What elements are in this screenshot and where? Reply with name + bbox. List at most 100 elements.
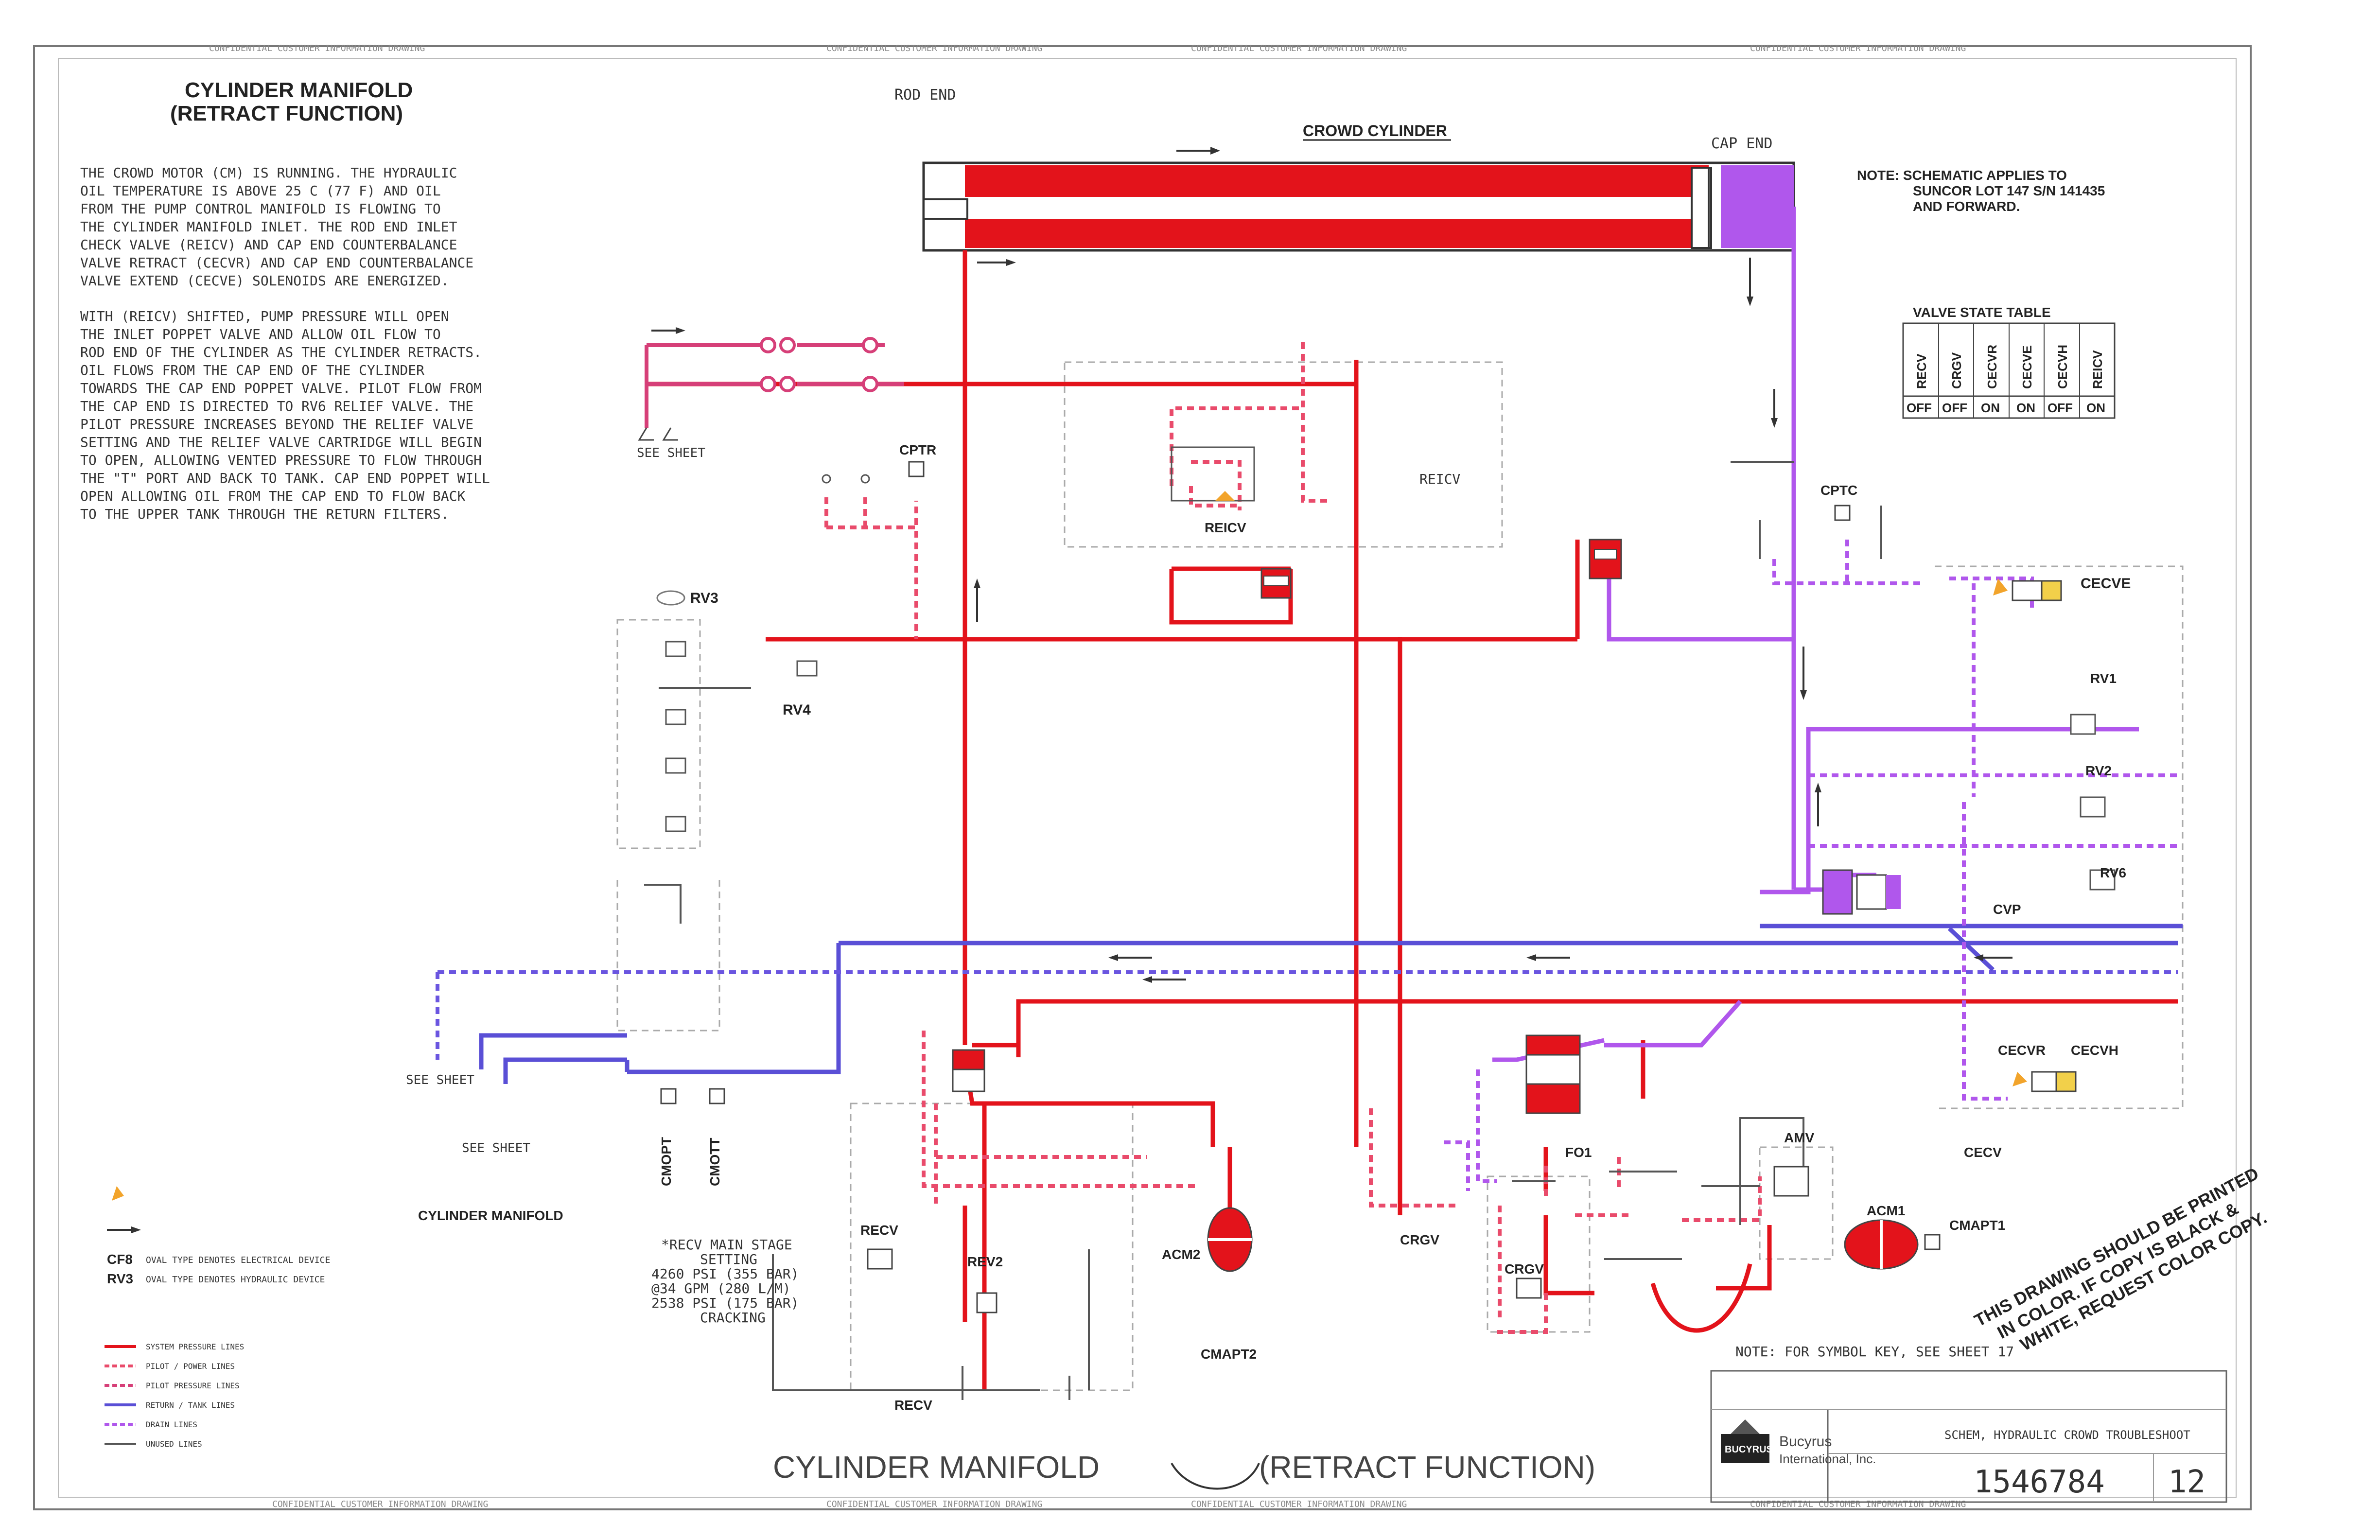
valve-state-cecvh: OFF	[2048, 401, 2073, 415]
border-text-top-4: CONFIDENTIAL CUSTOMER INFORMATION DRAWIN…	[1750, 43, 1966, 53]
recv-setting-line: @34 GPM (280 L/M)	[651, 1280, 791, 1296]
recv-setting-note: *RECV MAIN STAGE SETTING 4260 PSI (355 B…	[651, 1237, 799, 1326]
recv-label: RECV	[860, 1223, 898, 1238]
desc-line: OIL TEMPERATURE IS ABOVE 25 C (77 F) AND…	[80, 183, 441, 199]
valve-col-crgv: CRGV	[1949, 352, 1964, 389]
rv2-label: RV2	[2085, 763, 2112, 778]
note-line: SUNCOR LOT 147 S/N 141435	[1913, 183, 2105, 198]
fo1-label: FO1	[1565, 1145, 1592, 1160]
acm2-label: ACM2	[1162, 1247, 1200, 1262]
recv-setting-line: 4260 PSI (355 BAR)	[651, 1266, 799, 1282]
cptc-sensor: CPTC	[1820, 483, 1857, 521]
return-lines	[436, 924, 2183, 1084]
rv3-boundary	[616, 619, 701, 849]
desc-line: FROM THE PUMP CONTROL MANIFOLD IS FLOWIN…	[80, 201, 441, 217]
valve-col-recv: RECV	[1914, 353, 1929, 389]
desc-line: OPEN ALLOWING OIL FROM THE CAP END TO FL…	[80, 488, 465, 504]
drawing-title: SCHEM, HYDRAULIC CROWD TROUBLESHOOT	[1944, 1428, 2190, 1442]
reicv-valve-label: REICV	[1205, 520, 1246, 535]
big-title-right: (RETRACT FUNCTION)	[1259, 1450, 1595, 1485]
cap-end-label: CAP END	[1711, 135, 1772, 152]
valve-col-cecve: CECVE	[2020, 345, 2034, 389]
note-line: AND FORWARD.	[1913, 199, 2020, 214]
desc-line: THE INLET POPPET VALVE AND ALLOW OIL FLO…	[80, 326, 441, 342]
check-valves-inlet	[760, 337, 878, 392]
acm1-accumulator: ACM1 CMAPT1	[1844, 1203, 2005, 1270]
acm1-label: ACM1	[1867, 1203, 1905, 1218]
color-key: SYSTEM PRESSURE LINES PILOT / POWER LINE…	[105, 1342, 244, 1449]
title-line1: CYLINDER MANIFOLD	[185, 78, 413, 102]
amv-label: AMV	[1784, 1130, 1815, 1145]
amv-valve: AMV	[1773, 1130, 1815, 1197]
recv-setting-line: *RECV MAIN STAGE	[661, 1237, 792, 1253]
cptr-sensor: CPTR	[822, 442, 936, 484]
system-pressure-lines	[647, 250, 2178, 1390]
border-text-top-3: CONFIDENTIAL CUSTOMER INFORMATION DRAWIN…	[1191, 43, 1407, 53]
company-name: Bucyrus	[1779, 1434, 1832, 1450]
flow-arrows	[651, 258, 2012, 983]
description-para1: THE CROWD MOTOR (CM) IS RUNNING. THE HYD…	[80, 165, 473, 289]
cptc-label: CPTC	[1820, 483, 1857, 498]
description-para2: WITH (REICV) SHIFTED, PUMP PRESSURE WILL…	[80, 308, 490, 522]
cecvh-label: CECVH	[2071, 1043, 2118, 1058]
color-key-label: RETURN / TANK LINES	[146, 1400, 235, 1410]
cvp-label: CVP	[1993, 902, 2021, 917]
acm2-accumulator: ACM2 CMAPT2	[1162, 1207, 1257, 1362]
title-line2: (RETRACT FUNCTION)	[170, 102, 403, 125]
desc-line: PILOT PRESSURE INCREASES BEYOND THE RELI…	[80, 416, 473, 432]
recv-setting-line: 2538 PSI (175 BAR)	[651, 1295, 799, 1311]
crgv-label: CRGV	[1400, 1232, 1439, 1247]
color-key-label: DRAIN LINES	[146, 1420, 197, 1429]
desc-line: SETTING AND THE RELIEF VALVE CARTRIDGE W…	[80, 434, 482, 450]
cap-end-return-poppet	[1822, 869, 1901, 915]
desc-line: CHECK VALVE (REICV) AND CAP END COUNTERB…	[80, 237, 457, 253]
valve-state-table: VALVE STATE TABLE RECV CRGV CECVR CECVE …	[1902, 305, 2116, 419]
color-print-warning: THIS DRAWING SHOULD BE PRINTED IN COLOR.…	[1971, 1163, 2270, 1355]
cmott-label: CMOTT	[707, 1138, 722, 1186]
valve-table-title: VALVE STATE TABLE	[1913, 305, 2051, 320]
desc-line: THE CROWD MOTOR (CM) IS RUNNING. THE HYD…	[80, 165, 457, 181]
valve-state-reicv: ON	[2086, 401, 2105, 415]
amv-boundary	[1759, 1146, 1834, 1260]
desc-line: TOWARDS THE CAP END POPPET VALVE. PILOT …	[80, 380, 482, 396]
crowd-cylinder-label: CROWD CYLINDER	[1303, 122, 1447, 140]
desc-line: THE CYLINDER MANIFOLD INLET. THE ROD END…	[80, 219, 457, 235]
cmopt-label: CMOPT	[659, 1137, 674, 1186]
reicv-manifold-label: REICV	[1419, 471, 1460, 487]
reicv-valve: REICV REICV	[1171, 446, 1460, 599]
rv4-label: RV4	[783, 702, 811, 718]
valve-col-cecvh: CECVH	[2055, 345, 2070, 389]
rv1-label: RV1	[2090, 671, 2117, 686]
border-text-top-2: CONFIDENTIAL CUSTOMER INFORMATION DRAWIN…	[826, 43, 1042, 53]
recv-label-bottom: RECV	[894, 1398, 932, 1413]
rv3-label: RV3	[690, 590, 718, 606]
title-block: BUCYRUS Bucyrus International, Inc. SCHE…	[1710, 1370, 2227, 1503]
schematic-note: NOTE: SCHEMATIC APPLIES TO SUNCOR LOT 14…	[1857, 168, 2105, 214]
color-key-label: UNUSED LINES	[146, 1439, 202, 1449]
recv-rev2-valves: RECV REV2 RECV	[860, 1223, 1003, 1413]
rv1-valve: RV1	[2070, 671, 2117, 735]
legend-sym-cf8: CF8	[107, 1252, 133, 1267]
valve-state-cecvr: ON	[1981, 401, 2000, 415]
see-sheet-label-1: SEE SHEET	[637, 446, 705, 460]
cecv-label: CECV	[1964, 1145, 2002, 1160]
fo1-boundary	[1487, 1175, 1591, 1333]
cylinder-manifold-label: CYLINDER MANIFOLD	[418, 1208, 563, 1223]
cap-end-poppet	[1589, 539, 1622, 579]
crgv-label-2: CRGV	[1505, 1261, 1544, 1277]
rv6-label: RV6	[2100, 865, 2126, 880]
desc-line: VALVE EXTEND (CECVE) SOLENOIDS ARE ENERG…	[80, 273, 449, 289]
cecvr-label: CECVR	[1998, 1043, 2046, 1058]
cecvr-cecvh-valves: CECVR CECVH CECV	[1964, 1043, 2118, 1160]
footer-symbol-note: NOTE: FOR SYMBOL KEY, SEE SHEET 17	[1735, 1344, 2014, 1360]
legend-text-cf8: OVAL TYPE DENOTES ELECTRICAL DEVICE	[146, 1255, 330, 1265]
valve-state-recv: OFF	[1907, 401, 1932, 415]
rod-end-label: ROD END	[894, 87, 956, 104]
rv4-valve: RV4	[783, 660, 818, 718]
center-poppet	[1525, 1034, 1581, 1114]
cecve-label: CECVE	[2081, 576, 2131, 592]
cmapt2-label: CMAPT2	[1201, 1347, 1257, 1362]
desc-line: THE "T" PORT AND BACK TO TANK. CAP END P…	[80, 470, 490, 486]
unused-lines	[644, 461, 1882, 1400]
